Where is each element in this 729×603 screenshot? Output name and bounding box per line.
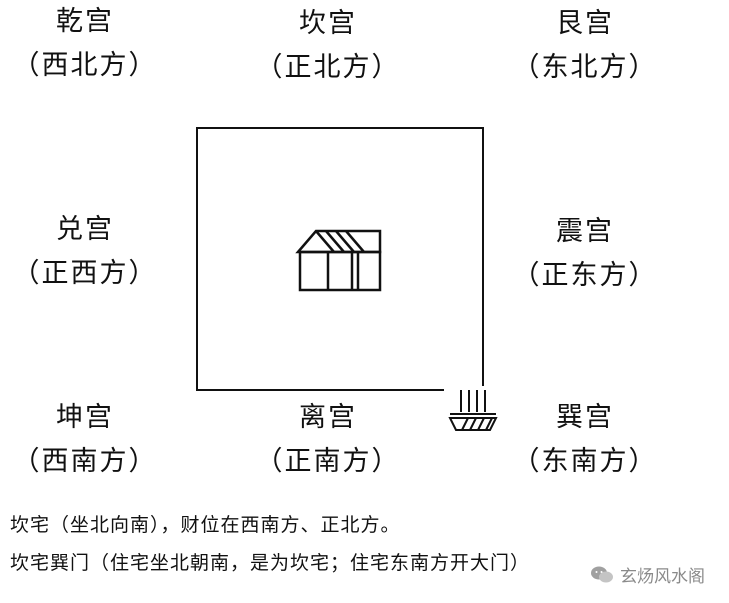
palace-name: 乾宫 xyxy=(56,6,114,37)
palace-name: 巽宫 xyxy=(556,402,614,433)
palace-e: 震宫 （正东方） xyxy=(500,210,670,298)
palace-name: 离宫 xyxy=(299,402,357,433)
gate-gap xyxy=(444,386,488,394)
watermark-text: 玄炀风水阁 xyxy=(620,567,705,587)
palace-direction: （东北方） xyxy=(512,52,658,83)
palace-direction: （正北方） xyxy=(255,52,401,83)
courtyard-boundary xyxy=(196,127,484,391)
palace-direction: （西北方） xyxy=(12,50,158,81)
gate-icon xyxy=(448,390,498,431)
palace-direction: （东南方） xyxy=(512,446,658,477)
palace-direction: （正西方） xyxy=(12,258,158,289)
palace-nw: 乾宫 （西北方） xyxy=(0,0,170,88)
wechat-icon xyxy=(591,566,613,582)
caption-line-1: 坎宅（坐北向南），财位在西南方、正北方。 xyxy=(10,514,401,536)
palace-s: 离宫 （正南方） xyxy=(243,396,413,484)
palace-name: 坤宫 xyxy=(56,402,114,433)
palace-n: 坎宫 （正北方） xyxy=(243,2,413,90)
caption-line-2: 坎宅巽门（住宅坐北朝南，是为坎宅；住宅东南方开大门） xyxy=(10,552,531,574)
palace-ne: 艮宫 （东北方） xyxy=(500,2,670,90)
palace-name: 艮宫 xyxy=(556,8,614,39)
palace-se: 巽宫 （东南方） xyxy=(500,396,670,484)
palace-w: 兑宫 （正西方） xyxy=(0,208,170,296)
palace-name: 震宫 xyxy=(556,216,614,247)
palace-sw: 坤宫 （西南方） xyxy=(0,396,170,484)
palace-direction: （西南方） xyxy=(12,446,158,477)
watermark: 玄炀风水阁 xyxy=(590,562,705,587)
house-icon xyxy=(295,229,382,292)
palace-direction: （正东方） xyxy=(512,260,658,291)
palace-direction: （正南方） xyxy=(255,446,401,477)
palace-name: 兑宫 xyxy=(56,214,114,245)
palace-name: 坎宫 xyxy=(299,8,357,39)
